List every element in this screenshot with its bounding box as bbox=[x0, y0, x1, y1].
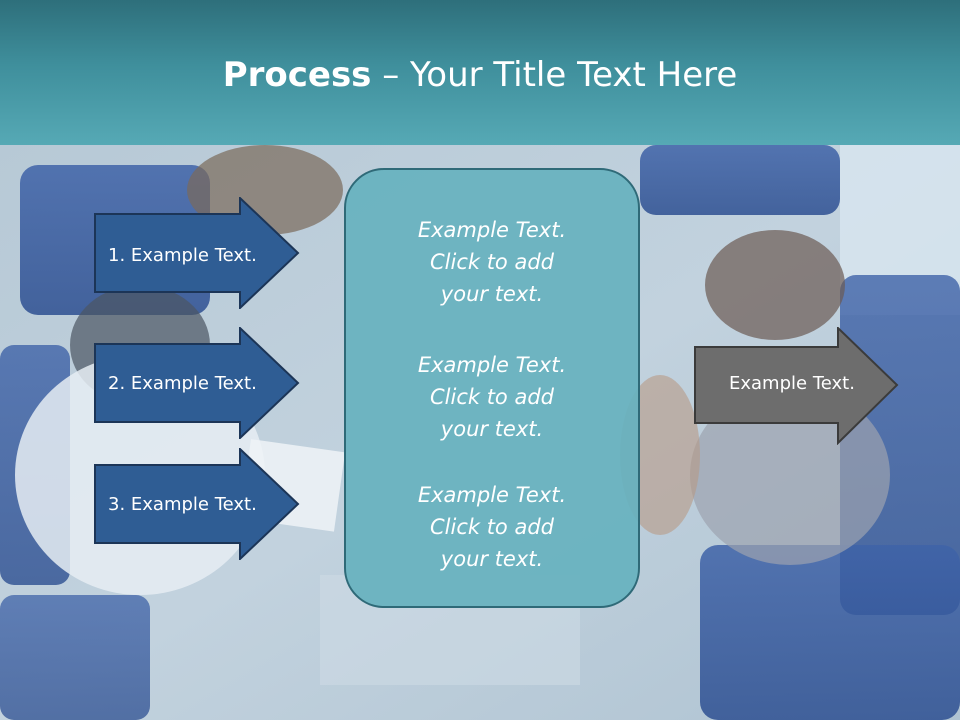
result-arrow-shape[interactable] bbox=[694, 327, 900, 445]
title-bar bbox=[0, 0, 960, 145]
arrow-label-3: 3. Example Text. bbox=[108, 494, 257, 515]
text-block-2-line-1: Example Text. bbox=[417, 353, 567, 377]
arrow-shape-1[interactable] bbox=[94, 197, 300, 309]
text-block-3: Example Text. Click to add your text. bbox=[346, 479, 638, 575]
center-text-box[interactable]: Example Text. Click to add your text. Ex… bbox=[344, 168, 640, 608]
arrow-shape-3[interactable] bbox=[94, 448, 300, 560]
text-block-3-line-2: Click to add bbox=[429, 515, 554, 539]
text-block-1-line-2: Click to add bbox=[429, 250, 554, 274]
text-block-3-line-3: your text. bbox=[440, 547, 544, 571]
title-rest-part: – Your Title Text Here bbox=[371, 55, 738, 95]
text-block-1-line-1: Example Text. bbox=[417, 218, 567, 242]
text-block-2-line-3: your text. bbox=[440, 417, 544, 441]
arrow-shape-2[interactable] bbox=[94, 327, 300, 439]
text-block-2: Example Text. Click to add your text. bbox=[346, 349, 638, 445]
text-block-1-line-3: your text. bbox=[440, 282, 544, 306]
slide-title[interactable]: Process – Your Title Text Here bbox=[0, 52, 960, 98]
arrow-label-1: 1. Example Text. bbox=[108, 245, 257, 266]
result-arrow-label: Example Text. bbox=[729, 373, 855, 394]
text-block-2-line-2: Click to add bbox=[429, 385, 554, 409]
text-block-3-line-1: Example Text. bbox=[417, 483, 567, 507]
title-bold-part: Process bbox=[222, 55, 372, 95]
arrow-label-2: 2. Example Text. bbox=[108, 373, 257, 394]
text-block-1: Example Text. Click to add your text. bbox=[346, 214, 638, 310]
